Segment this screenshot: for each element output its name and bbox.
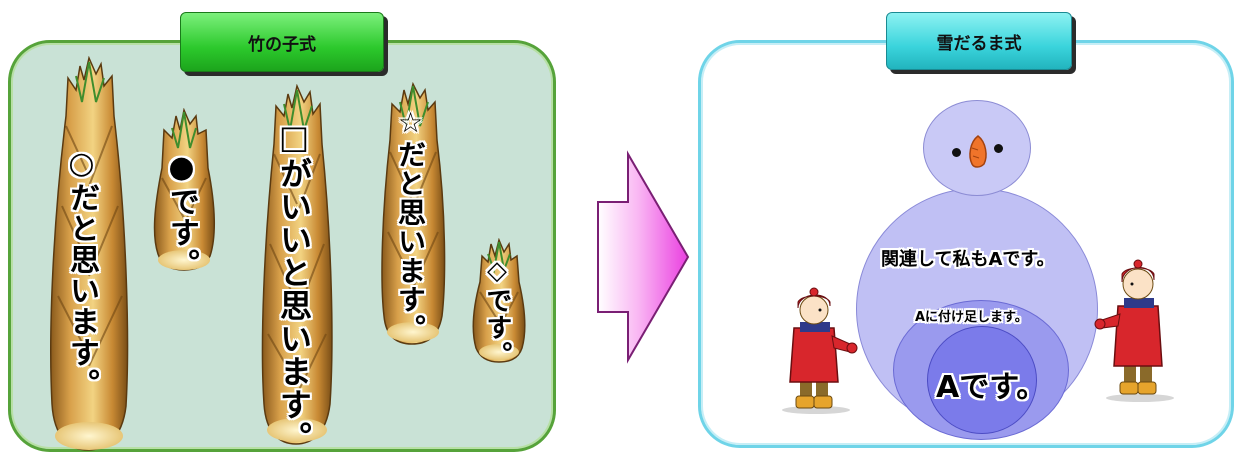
snowman-left-eye [952, 148, 961, 157]
bamboo-shoot-1 [50, 56, 129, 451]
shoot-5-label: ◇です。 [482, 256, 512, 368]
bamboo-shoot-5 [472, 238, 526, 363]
snowman-right-eye [994, 144, 1003, 153]
bamboo-shoot-3 [261, 84, 333, 445]
snowman-body-inner [927, 326, 1037, 434]
bamboo-shoot-4 [381, 82, 446, 345]
right-arrow-icon [597, 150, 690, 364]
bamboo-shoot-title: 竹の子式 [180, 12, 384, 72]
snowman-title: 雪だるま式 [886, 12, 1072, 70]
child-left-illustration [782, 287, 858, 414]
shoot-3-label: □がいいと思います。 [275, 118, 313, 454]
shoot-4-label: ☆だと思います。 [394, 106, 427, 343]
carrot-nose-icon [969, 135, 987, 168]
child-right-illustration [1094, 259, 1174, 402]
shoot-1-label: ○だと思います。 [64, 146, 99, 399]
middle-ball-label: Aに付け足します。 [915, 310, 1028, 325]
outer-ball-label: 関連して私もAです。 [881, 249, 1055, 270]
shoot-2-label: ●です。 [164, 150, 199, 279]
inner-ball-label: Aです。 [936, 370, 1047, 405]
bamboo-shoot-2 [153, 108, 215, 271]
